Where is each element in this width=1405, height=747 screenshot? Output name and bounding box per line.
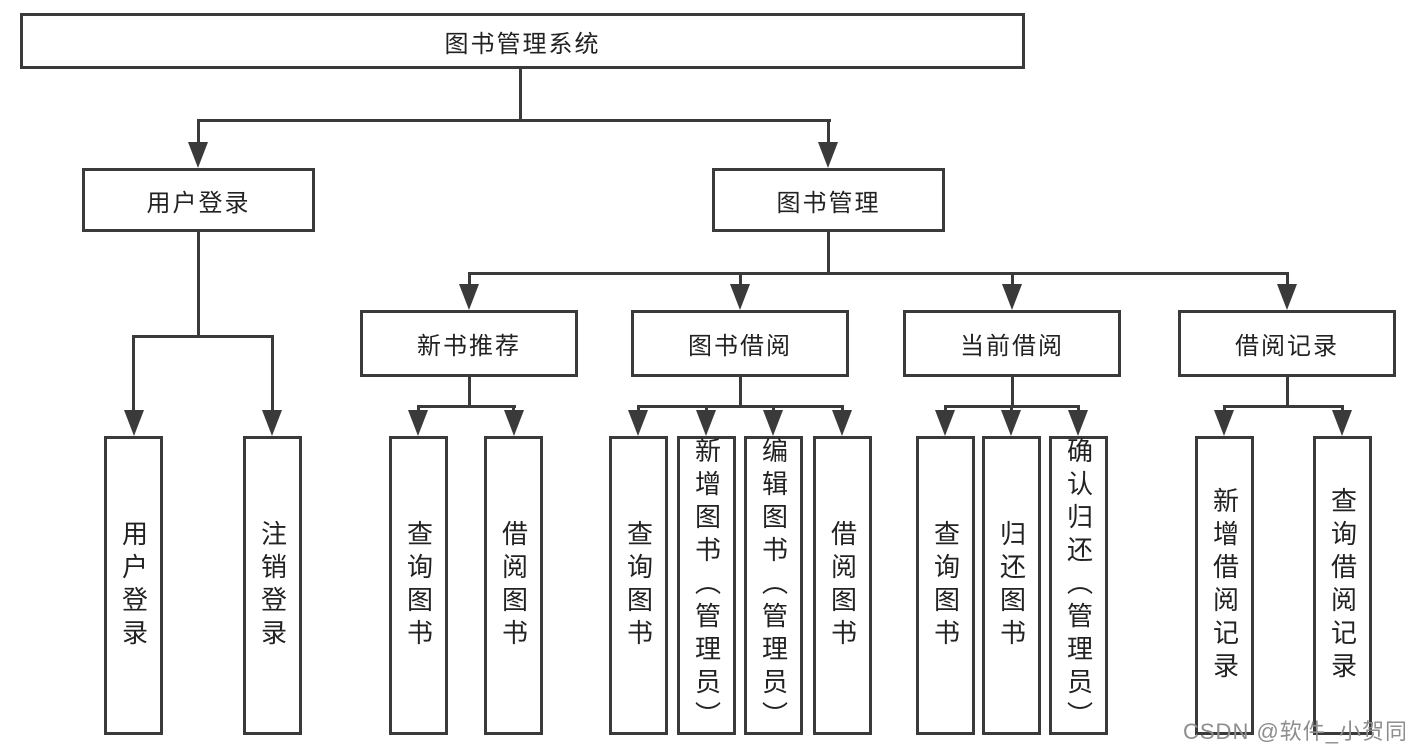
arrowhead-icon bbox=[1002, 284, 1022, 310]
leaf-label: 查询图书 bbox=[930, 519, 961, 652]
node-user-login: 用户登录 bbox=[82, 168, 315, 232]
leaf-borrow-books: 借阅图书 bbox=[813, 436, 872, 735]
leaf-logout-login: 注销登录 bbox=[243, 436, 302, 735]
connector-line bbox=[197, 232, 200, 338]
arrowhead-icon bbox=[262, 410, 282, 436]
arrowhead-icon bbox=[818, 142, 838, 168]
connector-line bbox=[1223, 405, 1226, 414]
leaf-label: 确认归还（管理员） bbox=[1063, 437, 1094, 734]
csdn-watermark: CSDN @软件_小贺同学 bbox=[1183, 719, 1405, 744]
connector-line bbox=[132, 335, 274, 338]
node-borrowing-records: 借阅记录 bbox=[1178, 310, 1396, 377]
leaf-label: 查询借阅记录 bbox=[1327, 486, 1358, 685]
leaf-label: 归还图书 bbox=[996, 519, 1027, 652]
leaf-add-borrow-record: 新增借阅记录 bbox=[1195, 436, 1254, 735]
arrowhead-icon bbox=[188, 142, 208, 168]
leaf-query-books-borrow: 查询图书 bbox=[609, 436, 668, 735]
connector-line bbox=[739, 377, 742, 408]
connector-line bbox=[417, 405, 420, 414]
connector-line bbox=[468, 272, 471, 288]
connector-line bbox=[197, 119, 200, 146]
arrowhead-icon bbox=[763, 410, 783, 436]
connector-line bbox=[841, 405, 844, 414]
connector-line bbox=[637, 405, 844, 408]
leaf-query-borrow-record: 查询借阅记录 bbox=[1313, 436, 1372, 735]
connector-line bbox=[1077, 405, 1080, 414]
connector-line bbox=[1286, 377, 1289, 408]
connector-line bbox=[271, 335, 274, 412]
connector-line bbox=[1341, 405, 1344, 414]
connector-line bbox=[1011, 272, 1014, 288]
node-current-borrowing: 当前借阅 bbox=[903, 310, 1121, 377]
arrowhead-icon bbox=[1068, 410, 1088, 436]
node-label: 当前借阅 bbox=[960, 333, 1064, 360]
arrowhead-icon bbox=[504, 410, 524, 436]
connector-line bbox=[944, 405, 947, 414]
node-label: 图书管理系统 bbox=[444, 30, 601, 58]
connector-line bbox=[705, 405, 708, 414]
leaf-query-books-newbook: 查询图书 bbox=[389, 436, 448, 735]
connector-line bbox=[468, 377, 471, 408]
leaf-label: 查询图书 bbox=[403, 519, 434, 652]
node-label: 借阅记录 bbox=[1235, 333, 1339, 360]
leaf-return-books: 归还图书 bbox=[982, 436, 1041, 735]
node-library-management-system: 图书管理系统 bbox=[20, 13, 1025, 69]
connector-line bbox=[772, 405, 775, 414]
leaf-label: 注销登录 bbox=[257, 519, 288, 652]
leaf-query-books-current: 查询图书 bbox=[916, 436, 975, 735]
node-label: 图书管理 bbox=[776, 189, 881, 217]
leaf-user-login: 用户登录 bbox=[104, 436, 163, 735]
arrowhead-icon bbox=[696, 410, 716, 436]
connector-line bbox=[827, 119, 830, 146]
connector-line bbox=[1011, 377, 1014, 408]
leaf-confirm-return-admin: 确认归还（管理员） bbox=[1049, 436, 1108, 735]
connector-line bbox=[827, 232, 830, 275]
arrowhead-icon bbox=[459, 284, 479, 310]
leaf-label: 新增借阅记录 bbox=[1209, 486, 1240, 685]
arrowhead-icon bbox=[1001, 410, 1021, 436]
connector-line bbox=[1223, 405, 1344, 408]
leaf-label: 用户登录 bbox=[118, 519, 149, 652]
connector-line bbox=[132, 335, 135, 412]
arrowhead-icon bbox=[124, 410, 144, 436]
connector-line bbox=[417, 405, 516, 408]
leaf-borrow-books-newbook: 借阅图书 bbox=[484, 436, 543, 735]
arrowhead-icon bbox=[935, 410, 955, 436]
node-label: 图书借阅 bbox=[688, 333, 792, 360]
connector-line bbox=[1286, 272, 1289, 288]
connector-line bbox=[739, 272, 742, 288]
connector-line bbox=[197, 119, 831, 122]
leaf-label: 借阅图书 bbox=[498, 519, 529, 652]
arrowhead-icon bbox=[730, 284, 750, 310]
arrowhead-icon bbox=[832, 410, 852, 436]
leaf-label: 借阅图书 bbox=[827, 519, 858, 652]
leaf-add-books-admin: 新增图书（管理员） bbox=[677, 436, 736, 735]
arrowhead-icon bbox=[408, 410, 428, 436]
leaf-label: 编辑图书（管理员） bbox=[758, 437, 789, 734]
leaf-edit-books-admin: 编辑图书（管理员） bbox=[744, 436, 803, 735]
connector-line bbox=[468, 272, 1289, 275]
connector-line bbox=[637, 405, 640, 414]
arrowhead-icon bbox=[1332, 410, 1352, 436]
node-book-management: 图书管理 bbox=[712, 168, 945, 232]
node-label: 新书推荐 bbox=[417, 333, 521, 360]
arrowhead-icon bbox=[628, 410, 648, 436]
connector-line bbox=[1010, 405, 1013, 414]
connector-line bbox=[512, 405, 515, 414]
arrowhead-icon bbox=[1277, 284, 1297, 310]
node-label: 用户登录 bbox=[146, 189, 251, 217]
leaf-label: 查询图书 bbox=[623, 519, 654, 652]
connector-line bbox=[519, 69, 522, 122]
leaf-label: 新增图书（管理员） bbox=[691, 437, 722, 734]
node-book-borrowing: 图书借阅 bbox=[631, 310, 849, 377]
arrowhead-icon bbox=[1214, 410, 1234, 436]
node-new-book-recommend: 新书推荐 bbox=[360, 310, 578, 377]
